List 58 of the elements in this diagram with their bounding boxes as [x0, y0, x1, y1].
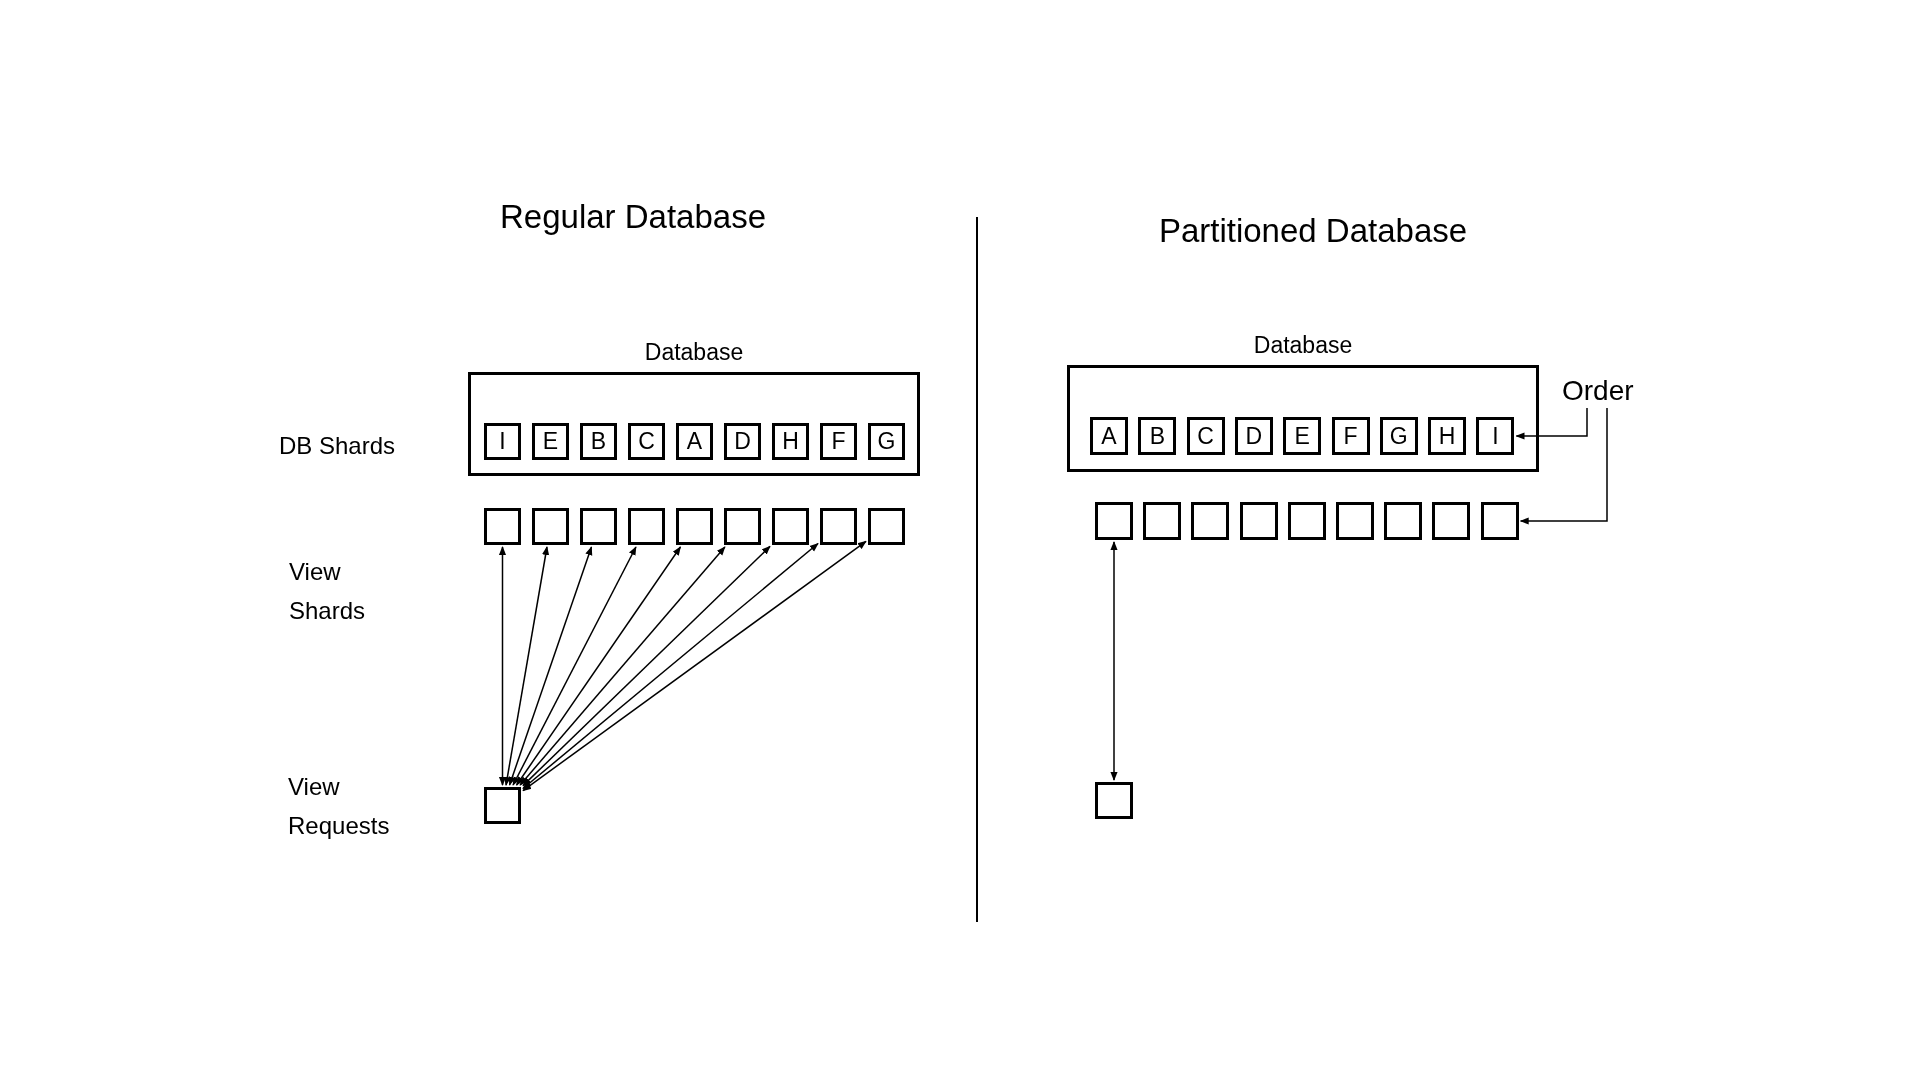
empty-box: [1191, 502, 1230, 540]
empty-box: [820, 508, 857, 545]
empty-box: [772, 508, 809, 545]
arrow: [515, 546, 682, 786]
shard-box: F: [1331, 417, 1370, 455]
empty-box: [724, 508, 761, 545]
row-label: DB Shards: [279, 431, 397, 461]
shard-box: D: [1234, 417, 1273, 455]
empty-box: [1143, 502, 1182, 540]
arrow: [1110, 541, 1118, 781]
arrow: [519, 546, 726, 786]
empty-box: [1095, 782, 1133, 819]
shard-box: A: [676, 423, 713, 460]
shard-box: I: [484, 423, 521, 460]
shard-box: E: [1283, 417, 1322, 455]
empty-box: [532, 508, 569, 545]
shard-box: B: [580, 423, 617, 460]
shard-box: G: [868, 423, 905, 460]
arrow: [522, 540, 867, 792]
arrow: [503, 546, 550, 786]
shard-box: A: [1090, 417, 1128, 455]
arrow: [508, 546, 593, 786]
empty-box: [1336, 502, 1374, 540]
shard-box: H: [1428, 417, 1467, 455]
row-label: View Requests: [288, 772, 391, 841]
database-heading: Database: [1252, 331, 1354, 360]
empty-box: [628, 508, 665, 545]
arrow: [1519, 407, 1608, 525]
shard-box: H: [772, 423, 809, 460]
empty-box: [1384, 502, 1423, 540]
shard-box: I: [1476, 417, 1515, 455]
shard-box: G: [1379, 417, 1418, 455]
order-text: Order: [1562, 374, 1642, 408]
arrow: [512, 546, 637, 786]
empty-box: [1095, 502, 1133, 540]
section-title: Partitioned Database: [1157, 211, 1469, 251]
empty-box: [868, 508, 905, 545]
empty-box: [676, 508, 713, 545]
shard-box: B: [1138, 417, 1177, 455]
arrow: [1515, 407, 1588, 440]
section-title: Regular Database: [499, 197, 767, 237]
empty-box: [1480, 502, 1519, 540]
arrow: [498, 546, 507, 786]
row-label: View Shards: [289, 557, 367, 626]
arrow: [522, 545, 771, 787]
shard-box: E: [532, 423, 569, 460]
empty-box: [1239, 502, 1278, 540]
shard-box: C: [1186, 417, 1225, 455]
shard-box: F: [820, 423, 857, 460]
arrow: [522, 542, 819, 790]
empty-box: [484, 787, 521, 824]
empty-box: [1287, 502, 1326, 540]
empty-box: [580, 508, 617, 545]
shard-box: C: [628, 423, 665, 460]
shard-box: D: [724, 423, 761, 460]
database-heading: Database: [643, 338, 745, 367]
empty-box: [484, 508, 521, 545]
empty-box: [1432, 502, 1471, 540]
